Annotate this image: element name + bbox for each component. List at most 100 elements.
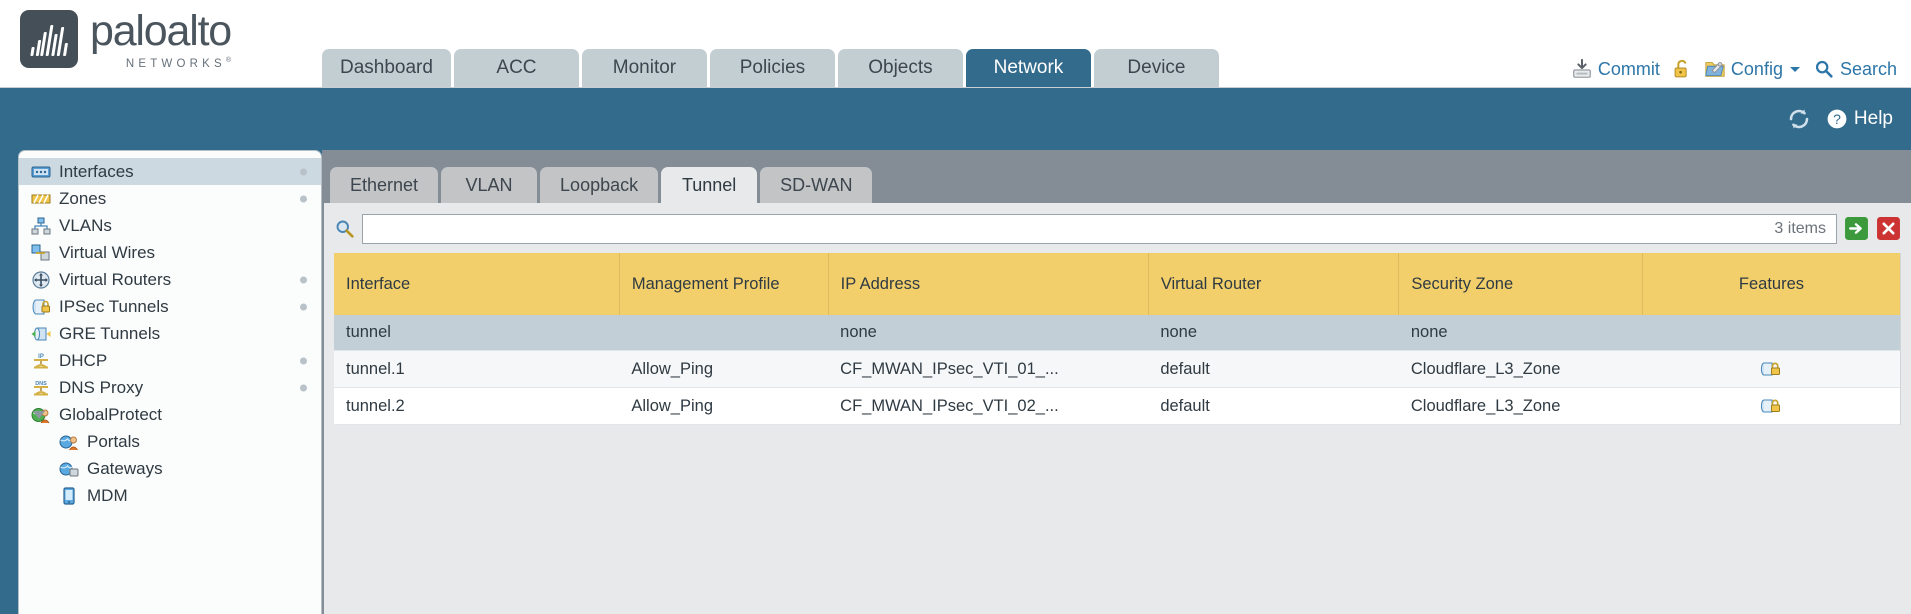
sidebar-item-gateways[interactable]: Gateways <box>19 455 321 482</box>
search-button[interactable]: Search <box>1813 58 1897 80</box>
sidebar-item-gre-tunnels[interactable]: GRE Tunnels <box>19 320 321 347</box>
subtab-tunnel[interactable]: Tunnel <box>661 167 758 203</box>
config-menu[interactable]: Config <box>1704 58 1802 80</box>
sidebar-item-label: Virtual Routers <box>59 269 172 289</box>
expand-triangle-icon[interactable] <box>33 410 45 419</box>
cell-interface[interactable]: tunnel <box>334 315 620 351</box>
sidebar-item-vlans[interactable]: VLANs <box>19 212 321 239</box>
svg-text:DNS: DNS <box>35 381 47 387</box>
sidebar-item-virtual-wires[interactable]: Virtual Wires <box>19 239 321 266</box>
nav-tab-monitor[interactable]: Monitor <box>581 49 707 87</box>
padlock-icon[interactable] <box>1671 58 1693 80</box>
nav-tab-network[interactable]: Network <box>965 49 1091 87</box>
sidebar-item-label: Zones <box>59 188 107 208</box>
header-toolbar: Commit Config Search <box>1571 58 1897 80</box>
status-dot <box>300 195 307 202</box>
status-dot <box>300 384 307 391</box>
column-header-features[interactable]: Features <box>1642 253 1900 315</box>
lock-feature-icon <box>1761 362 1781 376</box>
portals-icon <box>59 435 78 450</box>
sidebar-item-dhcp[interactable]: IP DHCP <box>19 347 321 374</box>
sidebar-item-mdm[interactable]: MDM <box>19 482 321 509</box>
subtab-vlan[interactable]: VLAN <box>441 167 538 203</box>
help-label: Help <box>1853 108 1893 129</box>
sidebar-item-label: DHCP <box>59 350 108 370</box>
svg-text:?: ? <box>1833 111 1841 127</box>
apply-arrow-icon[interactable] <box>1844 216 1869 241</box>
search-label: Search <box>1839 58 1897 79</box>
cell-security-zone: Cloudflare_L3_Zone <box>1398 350 1643 388</box>
svg-text:IP: IP <box>38 354 44 360</box>
cell-features <box>1642 315 1900 351</box>
subtab-loopback[interactable]: Loopback <box>540 167 659 203</box>
cell-features <box>1642 387 1900 425</box>
dns-proxy-icon: DNS <box>34 381 48 395</box>
filter-input-wrap[interactable]: 3 items <box>362 213 1837 244</box>
cell-ip-address: CF_MWAN_IPsec_VTI_02_... <box>828 387 1149 425</box>
subtab-sd-wan[interactable]: SD-WAN <box>760 167 873 203</box>
commit-button[interactable]: Commit <box>1571 58 1660 80</box>
sidebar-item-label: Portals <box>87 431 140 451</box>
column-header-management-profile[interactable]: Management Profile <box>619 253 829 315</box>
sidebar-item-label: Virtual Wires <box>59 242 156 262</box>
search-magnifier-icon <box>1815 60 1833 78</box>
column-header-interface[interactable]: Interface <box>334 253 620 315</box>
brand-logo: paloalto NETWORKS® <box>20 7 232 70</box>
sidebar-item-virtual-routers[interactable]: Virtual Routers <box>19 266 321 293</box>
cell-management-profile: Allow_Ping <box>619 387 829 425</box>
help-button[interactable]: ? Help <box>1825 107 1893 131</box>
search-icon[interactable] <box>334 218 355 239</box>
cell-management-profile: Allow_Ping <box>619 350 829 388</box>
cell-virtual-router: default <box>1148 350 1399 388</box>
item-count: 3 items <box>1774 219 1826 237</box>
brand-name: paloalto <box>90 7 232 55</box>
cell-interface[interactable]: tunnel.1 <box>334 350 620 388</box>
cell-security-zone: none <box>1398 315 1643 351</box>
cell-interface[interactable]: tunnel.2 <box>334 387 620 425</box>
cell-virtual-router: default <box>1148 387 1399 425</box>
column-header-ip-address[interactable]: IP Address <box>828 253 1149 315</box>
sidebar-item-ipsec-tunnels[interactable]: IPSec Tunnels <box>19 293 321 320</box>
commit-label: Commit <box>1597 58 1660 79</box>
nav-tab-acc[interactable]: ACC <box>453 49 579 87</box>
column-header-virtual-router[interactable]: Virtual Router <box>1148 253 1400 315</box>
nav-tab-device[interactable]: Device <box>1093 49 1219 87</box>
nav-tab-policies[interactable]: Policies <box>709 49 835 87</box>
sidebar-item-interfaces[interactable]: Interfaces <box>19 158 321 185</box>
virtual-routers-icon <box>32 270 50 289</box>
mdm-icon <box>63 486 75 505</box>
band-actions: ? Help <box>1787 107 1893 131</box>
ipsec-tunnels-icon <box>32 299 50 314</box>
nav-tab-objects[interactable]: Objects <box>837 49 963 87</box>
gateways-icon <box>59 462 79 476</box>
clear-x-icon[interactable] <box>1876 216 1901 241</box>
cell-management-profile <box>619 315 829 351</box>
sidebar-item-globalprotect[interactable]: GlobalProtect <box>19 401 321 428</box>
config-folder-key-icon <box>1705 62 1725 77</box>
gre-tunnels-icon <box>31 327 51 340</box>
vlans-icon <box>31 217 51 234</box>
sidebar-item-zones[interactable]: Zones <box>19 185 321 212</box>
sidebar-item-portals[interactable]: Portals <box>19 428 321 455</box>
sidebar-item-label: Interfaces <box>59 161 134 181</box>
sidebar-item-label: Gateways <box>87 458 163 478</box>
refresh-icon[interactable] <box>1787 107 1811 131</box>
nav-tab-dashboard[interactable]: Dashboard <box>322 49 451 87</box>
subtab-ethernet[interactable]: Ethernet <box>330 167 439 203</box>
paloalto-waveform-icon <box>20 9 78 68</box>
virtual-wires-icon <box>31 244 50 260</box>
column-header-security-zone[interactable]: Security Zone <box>1398 253 1643 315</box>
